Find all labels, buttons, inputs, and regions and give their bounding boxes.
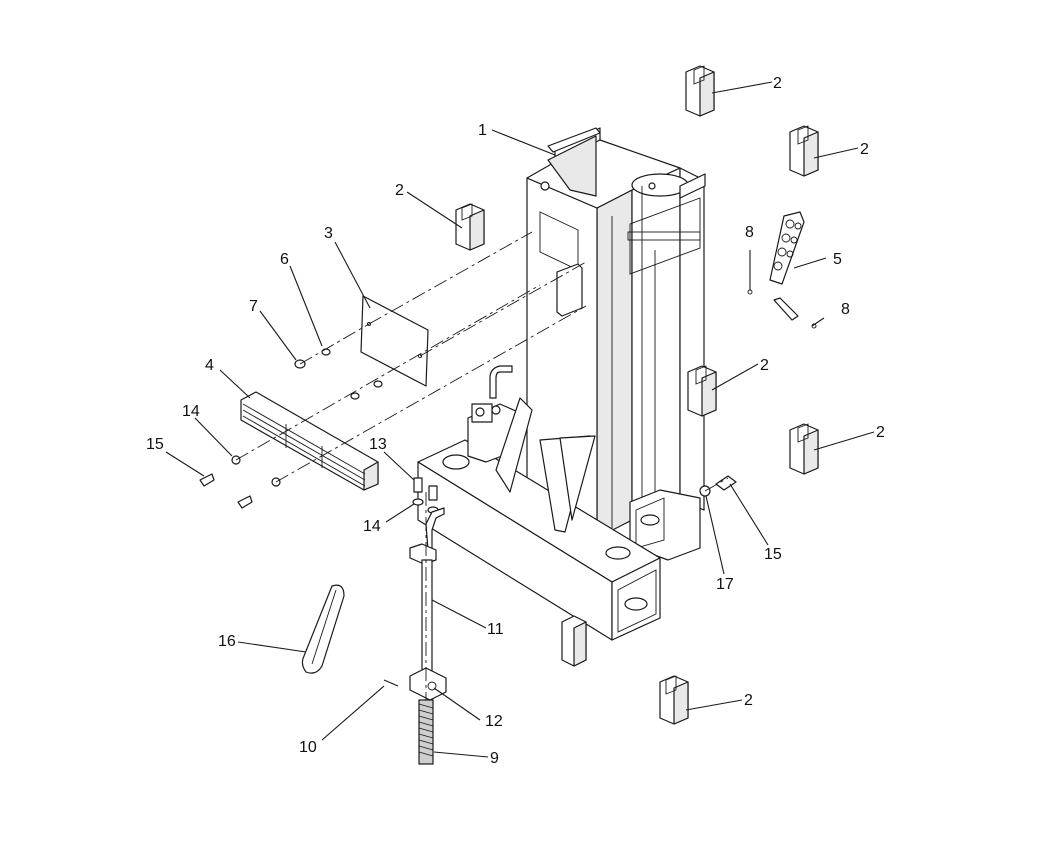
- wear-pad-1: [685, 65, 715, 117]
- callout-1: 1: [478, 122, 487, 139]
- bolt-15a: [199, 473, 281, 509]
- pin-10: [383, 679, 399, 687]
- nut-hardware: [350, 380, 383, 400]
- wear-pad-4: [687, 365, 717, 417]
- plate-part: [360, 295, 429, 387]
- pin-part: [773, 297, 799, 321]
- cotter-pin-1: [747, 250, 753, 295]
- callout-5: 5: [833, 251, 842, 268]
- callout-9: 9: [490, 750, 499, 767]
- bolt-13: [413, 477, 438, 501]
- assembly-centerlines: [235, 231, 729, 700]
- wear-pad-5: [789, 423, 819, 475]
- spring-part: [418, 699, 434, 765]
- callout-2-bottom: 2: [744, 692, 753, 709]
- callout-13: 13: [369, 436, 387, 453]
- callout-15-right: 15: [764, 546, 782, 563]
- callout-2-upper-right: 2: [860, 141, 869, 158]
- callout-14-lower: 14: [363, 518, 381, 535]
- callout-15-left: 15: [146, 436, 164, 453]
- callout-7: 7: [249, 298, 258, 315]
- wear-pad-7: [561, 615, 587, 667]
- cotter-pin-2: [811, 317, 825, 329]
- callout-2-mid: 2: [760, 357, 769, 374]
- callout-16: 16: [218, 633, 236, 650]
- callout-2-left: 2: [395, 182, 404, 199]
- pedal-part: [301, 584, 345, 674]
- callout-11: 11: [487, 621, 504, 638]
- callout-2-right: 2: [876, 424, 885, 441]
- callout-2-top: 2: [773, 75, 782, 92]
- washer-6: [321, 348, 331, 356]
- wear-pad-2: [789, 125, 819, 177]
- main-column-part: [417, 127, 706, 641]
- wear-pad-6: [659, 675, 689, 725]
- callout-12: 12: [485, 713, 503, 730]
- chain-part: [769, 211, 805, 285]
- callout-6: 6: [280, 251, 289, 268]
- bumper-part: [240, 391, 379, 491]
- callout-14-left: 14: [182, 403, 200, 420]
- callout-4: 4: [205, 357, 214, 374]
- callout-3: 3: [324, 225, 333, 242]
- callout-10: 10: [299, 739, 317, 756]
- block-part: [409, 667, 447, 701]
- callout-labels: 1 2 2 2 2 2 2 3 4 5 6 7 8 8 9 10 11 12 1…: [146, 75, 885, 767]
- leader-lines: [165, 81, 875, 758]
- bolt-15b: [715, 475, 737, 491]
- callout-8-right: 8: [841, 301, 850, 318]
- wear-pad-3: [455, 203, 485, 251]
- callout-17: 17: [716, 576, 734, 593]
- callout-8-left: 8: [745, 224, 754, 241]
